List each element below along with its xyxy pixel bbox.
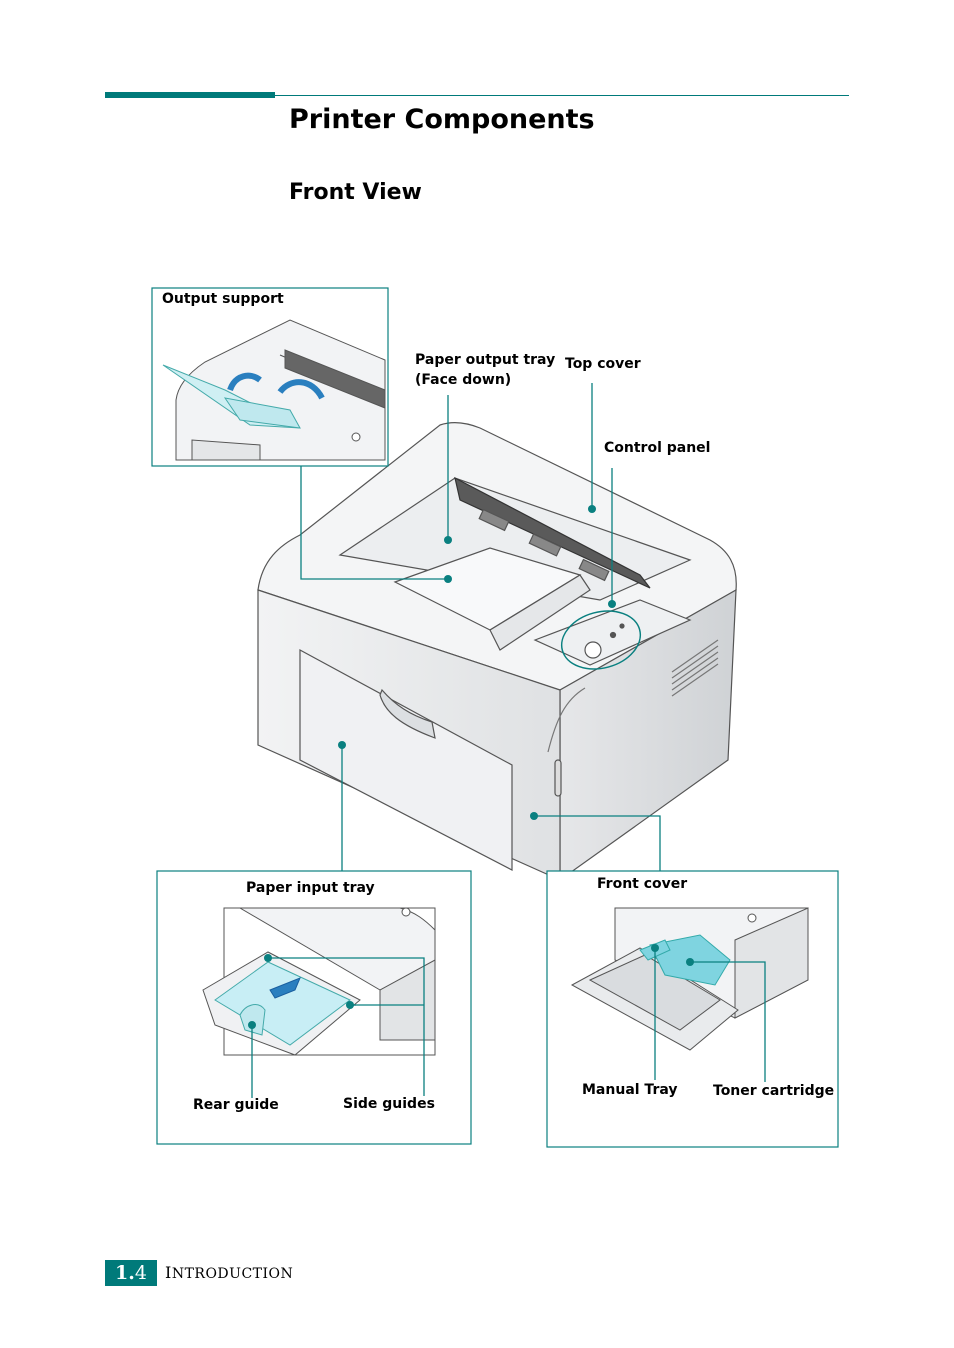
label-manual-tray: Manual Tray <box>582 1082 678 1098</box>
header-rule-thick <box>105 92 275 98</box>
page-number-badge <box>105 1260 157 1286</box>
label-side-guides: Side guides <box>343 1096 435 1112</box>
label-paper-output-tray-facedown: (Face down) <box>415 372 512 388</box>
label-rear-guide: Rear guide <box>193 1097 279 1113</box>
page-number: 1.4 <box>105 1260 157 1286</box>
header-rule-thin <box>275 95 849 96</box>
page-title: Printer Components <box>289 104 595 135</box>
label-paper-input-tray: Paper input tray <box>246 880 375 896</box>
label-paper-output-tray: Paper output tray <box>415 352 556 368</box>
section-initial: I <box>165 1263 172 1282</box>
section-rest: NTRODUCTION <box>171 1266 294 1282</box>
label-top-cover: Top cover <box>565 356 641 372</box>
section-title: Front View <box>289 180 422 205</box>
label-control-panel: Control panel <box>604 440 711 456</box>
inset-paper-input-tray <box>202 907 436 1056</box>
label-front-cover: Front cover <box>597 876 688 892</box>
label-toner-cartridge: Toner cartridge <box>713 1083 835 1099</box>
chapter-number: 1. <box>115 1262 135 1284</box>
page-index: 4 <box>134 1262 147 1284</box>
label-output-support: Output support <box>162 291 284 307</box>
inset-output-support <box>162 319 386 461</box>
main-printer <box>257 422 737 882</box>
section-name: INTRODUCTION <box>165 1263 293 1282</box>
